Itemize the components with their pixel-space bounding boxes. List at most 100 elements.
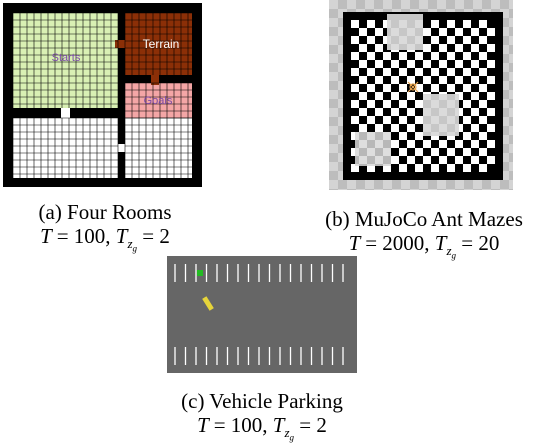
floor-tile bbox=[375, 76, 383, 84]
floor-tile bbox=[471, 156, 479, 164]
outer-tile bbox=[329, 36, 338, 45]
outer-tile bbox=[473, 0, 482, 9]
floor-tile bbox=[439, 76, 447, 84]
floor-tile bbox=[375, 92, 383, 100]
floor-tile bbox=[367, 36, 375, 44]
floor-tile bbox=[463, 36, 471, 44]
floor-tile bbox=[399, 84, 407, 92]
floor-tile bbox=[391, 124, 399, 132]
outer-tile bbox=[455, 180, 464, 189]
outer-tile bbox=[410, 189, 419, 190]
floor-tile bbox=[431, 68, 439, 76]
floor-tile bbox=[423, 60, 431, 68]
floor-tile bbox=[447, 36, 455, 44]
caption-c-T: 100 bbox=[230, 413, 263, 437]
floor-tile bbox=[471, 108, 479, 116]
bottom-right-room bbox=[125, 118, 192, 178]
caption-c-Tz: 2 bbox=[316, 413, 327, 437]
floor-tile bbox=[383, 68, 391, 76]
outer-tile bbox=[509, 36, 513, 45]
outer-tile bbox=[509, 108, 513, 117]
floor-tile bbox=[391, 156, 399, 164]
outer-tile bbox=[509, 18, 513, 27]
bottom-left-room bbox=[13, 118, 118, 178]
floor-tile bbox=[431, 164, 439, 172]
floor-tile bbox=[391, 140, 399, 148]
floor-tile bbox=[463, 20, 471, 28]
floor-tile bbox=[383, 164, 391, 172]
outer-tile bbox=[509, 180, 513, 189]
floor-tile bbox=[367, 20, 375, 28]
floor-tile bbox=[399, 116, 407, 124]
floor-tile bbox=[399, 68, 407, 76]
floor-tile bbox=[439, 60, 447, 68]
floor-tile bbox=[455, 44, 463, 52]
floor-tile bbox=[479, 84, 487, 92]
floor-tile bbox=[367, 100, 375, 108]
outer-tile bbox=[500, 171, 509, 180]
floor-tile bbox=[479, 132, 487, 140]
floor-tile bbox=[415, 132, 423, 140]
floor-tile bbox=[359, 108, 367, 116]
outer-tile bbox=[509, 126, 513, 135]
floor-tile bbox=[463, 100, 471, 108]
floor-tile bbox=[447, 68, 455, 76]
outer-tile bbox=[392, 189, 401, 190]
floor-tile bbox=[351, 68, 359, 76]
outer-tile bbox=[509, 0, 513, 9]
floor-tile bbox=[447, 52, 455, 60]
outer-tile bbox=[491, 180, 500, 189]
floor-tile bbox=[463, 164, 471, 172]
floor-tile bbox=[471, 124, 479, 132]
floor-tile bbox=[351, 116, 359, 124]
outer-tile bbox=[338, 99, 347, 108]
outer-tile bbox=[329, 162, 338, 171]
outer-tile bbox=[473, 180, 482, 189]
outer-tile bbox=[338, 189, 347, 190]
outer-tile bbox=[500, 81, 509, 90]
outer-tile bbox=[329, 126, 338, 135]
floor-tile bbox=[351, 84, 359, 92]
floor-tile bbox=[383, 84, 391, 92]
floor-tile bbox=[471, 28, 479, 36]
ant-icon bbox=[407, 81, 419, 93]
floor-tile bbox=[351, 164, 359, 172]
outer-tile bbox=[338, 81, 347, 90]
caption-a: (a) Four Rooms T = 100, Tzg = 2 bbox=[0, 200, 210, 253]
ant-maze-block-top bbox=[387, 14, 423, 50]
floor-tile bbox=[399, 52, 407, 60]
doorway-starts-bottom bbox=[61, 108, 70, 118]
floor-tile bbox=[375, 108, 383, 116]
caption-b-Tz: 20 bbox=[478, 231, 500, 255]
outer-tile bbox=[509, 144, 513, 153]
outer-tile bbox=[509, 90, 513, 99]
outer-tile bbox=[383, 0, 392, 9]
floor-tile bbox=[487, 108, 495, 116]
outer-tile bbox=[338, 63, 347, 72]
floor-tile bbox=[375, 60, 383, 68]
outer-tile bbox=[500, 189, 509, 190]
floor-tile bbox=[479, 52, 487, 60]
outer-tile bbox=[419, 0, 428, 9]
caption-a-title: (a) Four Rooms bbox=[38, 200, 172, 224]
floor-tile bbox=[367, 52, 375, 60]
caption-b-title: (b) MuJoCo Ant Mazes bbox=[325, 207, 523, 231]
floor-tile bbox=[407, 76, 415, 84]
outer-tile bbox=[419, 180, 428, 189]
outer-tile bbox=[437, 0, 446, 9]
vehicle bbox=[202, 296, 214, 311]
floor-tile bbox=[455, 76, 463, 84]
floor-tile bbox=[471, 76, 479, 84]
floor-tile bbox=[399, 100, 407, 108]
outer-tile bbox=[500, 153, 509, 162]
floor-tile bbox=[463, 68, 471, 76]
floor-tile bbox=[375, 44, 383, 52]
outer-tile bbox=[428, 189, 437, 190]
outer-tile bbox=[329, 0, 338, 9]
floor-tile bbox=[359, 44, 367, 52]
floor-tile bbox=[463, 52, 471, 60]
outer-tile bbox=[464, 189, 473, 190]
floor-tile bbox=[351, 20, 359, 28]
ant-maze-block-left bbox=[355, 132, 391, 166]
floor-tile bbox=[439, 44, 447, 52]
